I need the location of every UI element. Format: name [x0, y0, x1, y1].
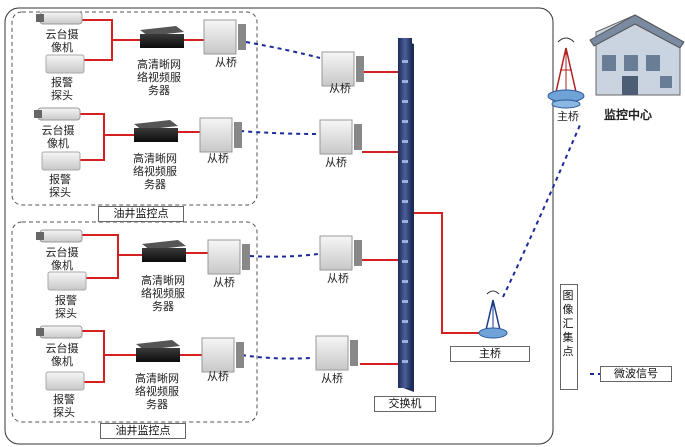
- slave-bridge-label: 从桥: [207, 370, 229, 383]
- oil-well-group-2: [11, 221, 258, 423]
- ptz-camera-label: 云台摄 像机: [45, 342, 79, 368]
- master-bridge-label: 主桥: [557, 110, 579, 123]
- bridge-icon: [199, 117, 242, 153]
- alarm-probe-icon: [47, 271, 87, 291]
- slave-bridge-label: 从桥: [327, 272, 349, 285]
- camera-icon: [34, 107, 81, 121]
- switch-icon: [398, 38, 414, 392]
- alarm-probe-label: 报警 探头: [55, 294, 77, 320]
- slave-bridge-label: 从桥: [215, 56, 237, 69]
- bridge-icon: [319, 235, 362, 271]
- bridge-icon: [319, 119, 362, 155]
- camera-icon: [36, 11, 83, 25]
- slave-bridge-label: 从桥: [329, 82, 351, 95]
- slave-bridge-label: 从桥: [325, 156, 347, 169]
- ptz-camera-label: 云台摄 像机: [45, 28, 79, 54]
- ptz-camera-label: 云台摄 像机: [45, 246, 79, 272]
- antenna-tower-icon: [478, 290, 508, 339]
- video-server-label: 高清晰网 络视频服 务器: [141, 274, 185, 313]
- slave-bridge-label: 从桥: [321, 372, 343, 385]
- video-server-icon: [134, 120, 178, 142]
- alarm-probe-icon: [41, 151, 81, 171]
- alarm-probe-icon: [45, 371, 85, 391]
- switch-label: 交换机: [374, 396, 436, 412]
- slave-bridge-label: 从桥: [207, 152, 229, 165]
- bridge-icon: [201, 337, 244, 373]
- alarm-probe-label: 报警 探头: [51, 76, 73, 102]
- building-icon: [589, 14, 685, 96]
- bridge-icon: [203, 19, 246, 55]
- oil-well-group-1: [11, 11, 258, 206]
- antenna-tower-icon: [547, 37, 585, 109]
- microwave-signal-label: 微波信号: [600, 366, 672, 382]
- video-server-icon: [136, 340, 180, 362]
- video-server-label: 高清晰网 络视频服 务器: [137, 58, 181, 97]
- video-server-label: 高清晰网 络视频服 务器: [133, 152, 177, 191]
- alarm-probe-label: 报警 探头: [49, 173, 71, 199]
- video-server-label: 高清晰网 络视频服 务器: [135, 372, 179, 411]
- camera-icon: [36, 325, 83, 339]
- master-bridge-box-label: 主桥: [450, 346, 530, 362]
- slave-bridge-label: 从桥: [213, 276, 235, 289]
- outer-frame: [4, 7, 554, 445]
- oil-well-point-label: 油井监控点: [100, 423, 186, 439]
- video-server-icon: [142, 240, 186, 262]
- monitor-center-label: 监控中心: [603, 108, 652, 122]
- oil-well-point-label: 油井监控点: [98, 206, 184, 222]
- video-server-icon: [140, 26, 184, 48]
- bridge-icon: [207, 239, 250, 275]
- image-collection-point-label: 图像汇集点: [560, 284, 578, 390]
- ptz-camera-label: 云台摄 像机: [41, 124, 75, 150]
- alarm-probe-label: 报警 探头: [53, 393, 75, 419]
- alarm-probe-icon: [45, 54, 85, 74]
- camera-icon: [36, 229, 83, 243]
- bridge-icon: [321, 51, 364, 87]
- bridge-icon: [315, 335, 358, 371]
